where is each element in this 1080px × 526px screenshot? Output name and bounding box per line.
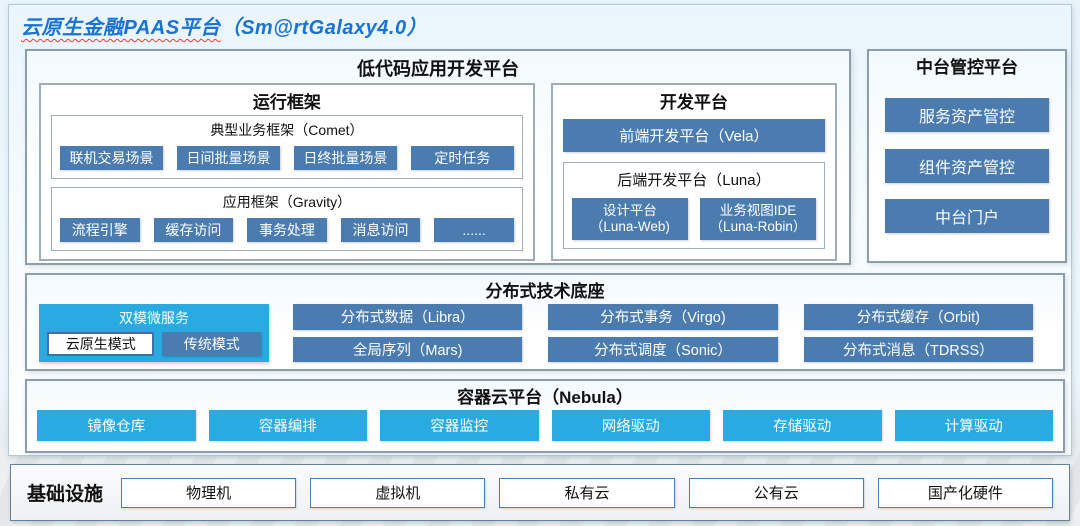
middle-portal-button[interactable]: 中台门户 — [885, 198, 1049, 233]
distributed-message-button[interactable]: 分布式消息（TDRSS） — [803, 336, 1033, 362]
traditional-mode-button[interactable]: 传统模式 — [162, 332, 261, 356]
container-orchestration-button[interactable]: 容器编排 — [208, 410, 367, 441]
online-transaction-button[interactable]: 联机交易场景 — [60, 146, 163, 170]
luna-web-line2: （Luna-Web) — [589, 219, 670, 234]
public-cloud-box[interactable]: 公有云 — [688, 477, 864, 508]
physical-machine-box[interactable]: 物理机 — [121, 477, 297, 508]
storage-driver-button[interactable]: 存储驱动 — [723, 410, 882, 441]
luna-web-line1: 设计平台 — [602, 202, 657, 218]
endofday-batch-button[interactable]: 日终批量场景 — [293, 146, 397, 170]
page-title-main: 云原生金融PAAS平台 — [21, 17, 221, 39]
compute-driver-button[interactable]: 计算驱动 — [894, 410, 1053, 441]
gravity-button-row: 流程引擎 缓存访问 事务处理 消息访问 ...... — [60, 218, 514, 242]
daytime-batch-button[interactable]: 日间批量场景 — [176, 146, 280, 170]
luna-backend-box: 后端开发平台（Luna） 设计平台 （Luna-Web) 业务视图IDE （Lu… — [562, 162, 825, 249]
dual-mode-title: 双模微服务 — [119, 310, 189, 326]
distributed-transaction-button[interactable]: 分布式事务（Virgo) — [548, 304, 778, 330]
dual-mode-buttons: 云原生模式 传统模式 — [47, 332, 261, 356]
network-driver-button[interactable]: 网络驱动 — [551, 410, 710, 441]
container-monitoring-button[interactable]: 容器监控 — [380, 410, 539, 441]
middle-platform-title: 中台管控平台 — [916, 58, 1018, 77]
middle-platform-panel: 中台管控平台 服务资产管控 组件资产管控 中台门户 — [867, 49, 1067, 263]
scheduled-task-button[interactable]: 定时任务 — [410, 146, 514, 170]
container-cloud-panel: 容器云平台（Nebula） 镜像仓库 容器编排 容器监控 网络驱动 存储驱动 计… — [25, 379, 1065, 453]
distributed-base-panel: 分布式技术底座 双模微服务 云原生模式 传统模式 分布式数据（Libra） 分布… — [25, 273, 1065, 371]
runtime-framework-panel: 运行框架 典型业务框架（Comet） 联机交易场景 日间批量场景 日终批量场景 … — [39, 83, 535, 261]
lowcode-platform-panel: 低代码应用开发平台 运行框架 典型业务框架（Comet） 联机交易场景 日间批量… — [25, 49, 851, 265]
dual-mode-microservice-box: 双模微服务 云原生模式 传统模式 — [39, 304, 269, 362]
luna-web-button[interactable]: 设计平台 （Luna-Web) — [571, 198, 688, 240]
distributed-row: 双模微服务 云原生模式 传统模式 分布式数据（Libra） 分布式事务（Virg… — [27, 304, 1063, 370]
cloud-native-mode-button[interactable]: 云原生模式 — [47, 332, 155, 356]
comet-button-row: 联机交易场景 日间批量场景 日终批量场景 定时任务 — [60, 146, 514, 170]
luna-backend-label: 后端开发平台（Luna） — [617, 172, 771, 189]
virtual-machine-box[interactable]: 虚拟机 — [310, 477, 486, 508]
lowcode-platform-title: 低代码应用开发平台 — [357, 59, 519, 79]
page-title-suffix: （Sm@rtGalaxy4.0） — [220, 17, 428, 39]
comet-framework-label: 典型业务框架（Comet） — [210, 122, 364, 138]
luna-button-row: 设计平台 （Luna-Web) 业务视图IDE （Luna-Robin） — [571, 198, 817, 240]
service-asset-button[interactable]: 服务资产管控 — [885, 98, 1049, 133]
container-cloud-buttons: 镜像仓库 容器编排 容器监控 网络驱动 存储驱动 计算驱动 — [27, 410, 1063, 451]
gravity-framework-label: 应用框架（Gravity） — [222, 194, 352, 210]
private-cloud-box[interactable]: 私有云 — [499, 477, 675, 508]
middle-platform-buttons: 服务资产管控 组件资产管控 中台门户 — [869, 80, 1065, 261]
more-ellipsis-button[interactable]: ...... — [434, 218, 514, 242]
distributed-cache-button[interactable]: 分布式缓存（Orbit) — [803, 304, 1033, 330]
infrastructure-title: 基础设施 — [27, 484, 104, 505]
distributed-base-title: 分布式技术底座 — [485, 282, 605, 301]
distributed-scheduling-button[interactable]: 分布式调度（Sonic） — [548, 336, 778, 362]
dev-platform-panel: 开发平台 前端开发平台（Vela） 后端开发平台（Luna） 设计平台 （Lun… — [550, 83, 837, 261]
distributed-grid: 分布式数据（Libra） 分布式事务（Virgo) 分布式缓存（Orbit) 全… — [293, 304, 1051, 362]
luna-robin-line1: 业务视图IDE — [719, 202, 797, 218]
transaction-processing-button[interactable]: 事务处理 — [247, 218, 327, 242]
image-repo-button[interactable]: 镜像仓库 — [37, 410, 196, 441]
component-asset-button[interactable]: 组件资产管控 — [885, 148, 1049, 183]
process-engine-button[interactable]: 流程引擎 — [60, 218, 140, 242]
comet-framework-box: 典型业务框架（Comet） 联机交易场景 日间批量场景 日终批量场景 定时任务 — [51, 115, 523, 179]
luna-robin-button[interactable]: 业务视图IDE （Luna-Robin） — [699, 198, 817, 240]
gravity-framework-box: 应用框架（Gravity） 流程引擎 缓存访问 事务处理 消息访问 ...... — [51, 187, 523, 251]
lowcode-row: 运行框架 典型业务框架（Comet） 联机交易场景 日间批量场景 日终批量场景 … — [27, 83, 849, 271]
infrastructure-boxes: 物理机 虚拟机 私有云 公有云 国产化硬件 — [121, 477, 1054, 508]
container-cloud-title: 容器云平台（Nebula） — [457, 388, 633, 407]
runtime-framework-title: 运行框架 — [252, 93, 321, 112]
distributed-data-button[interactable]: 分布式数据（Libra） — [293, 304, 523, 330]
infrastructure-strip: 基础设施 物理机 虚拟机 私有云 公有云 国产化硬件 — [10, 464, 1070, 521]
luna-robin-line2: （Luna-Robin） — [709, 219, 807, 234]
domestic-hardware-box[interactable]: 国产化硬件 — [877, 477, 1054, 508]
dev-platform-title: 开发平台 — [659, 93, 728, 112]
page-title: 云原生金融PAAS平台（Sm@rtGalaxy4.0） — [21, 11, 427, 40]
cache-access-button[interactable]: 缓存访问 — [153, 218, 234, 242]
message-access-button[interactable]: 消息访问 — [340, 218, 421, 242]
diagram-frame: 云原生金融PAAS平台（Sm@rtGalaxy4.0） 低代码应用开发平台 运行… — [8, 4, 1072, 456]
vela-frontend-button[interactable]: 前端开发平台（Vela） — [562, 119, 825, 152]
global-sequence-button[interactable]: 全局序列（Mars) — [293, 336, 523, 362]
